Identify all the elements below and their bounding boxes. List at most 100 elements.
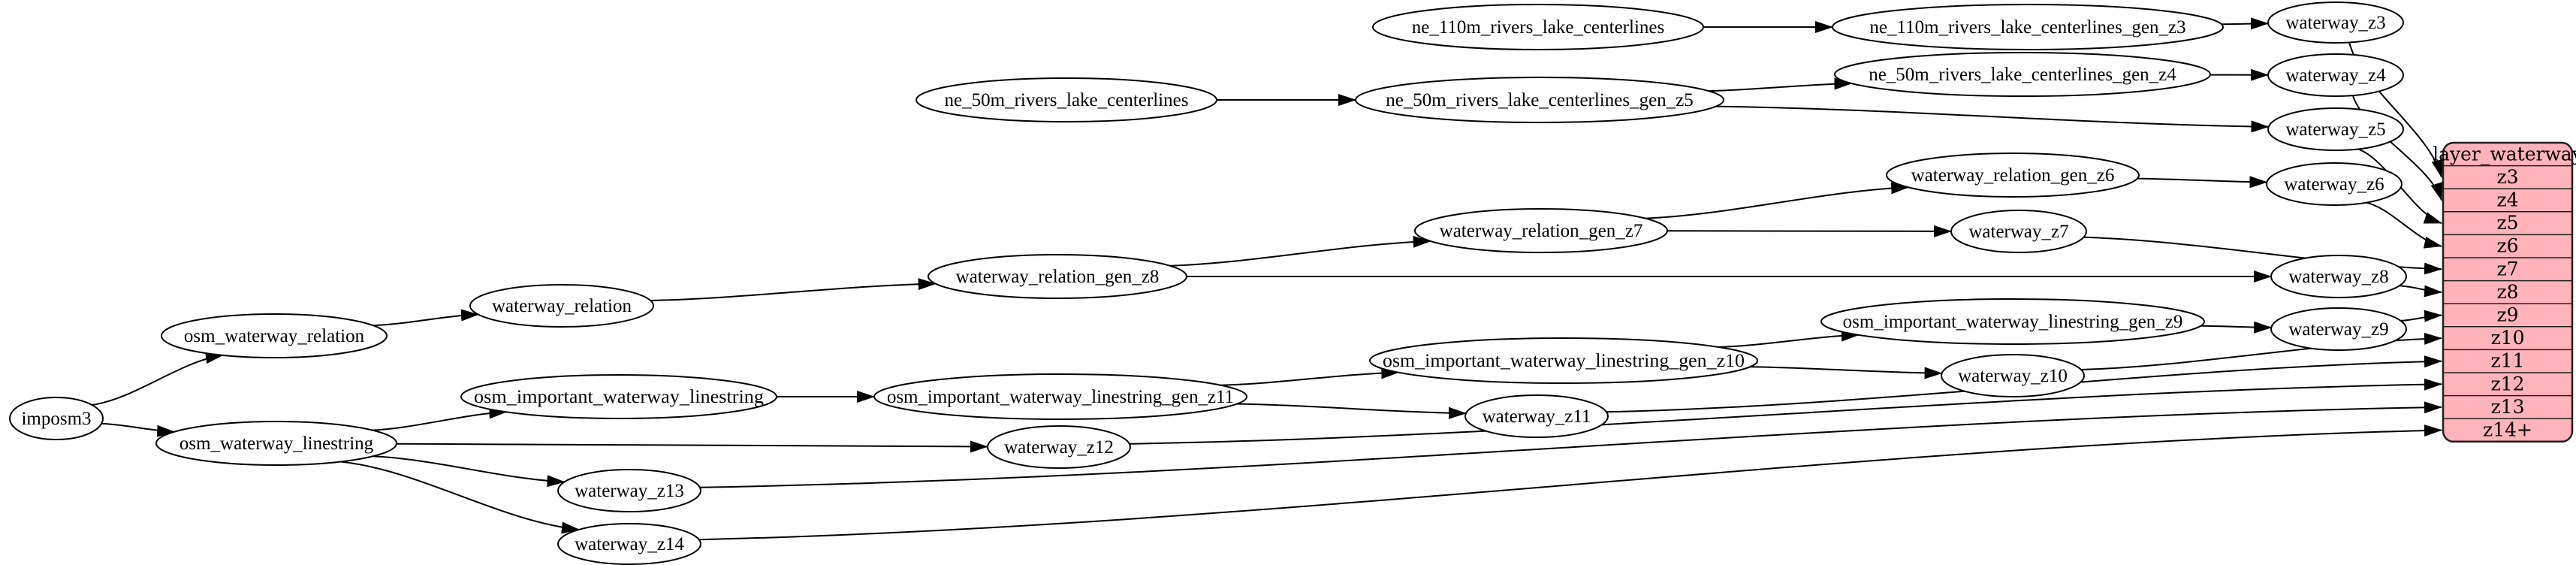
- node-ne_110m_rivers_lake_centerlines: ne_110m_rivers_lake_centerlines: [1372, 4, 1704, 50]
- node-waterway_z14: waterway_z14: [557, 523, 701, 565]
- edge-osm_important_waterway_linestring_gen_z10-to-waterway_z10: [1749, 366, 1943, 379]
- edge-waterway_z12-to-layer_waterway-z12: [1129, 378, 2442, 445]
- node-waterway_z10: waterway_z10: [1941, 354, 2085, 397]
- node-ellipse: [1372, 4, 1704, 50]
- node-label: waterway_z14: [575, 534, 684, 554]
- node-ellipse: [1369, 337, 1758, 384]
- node-ellipse: [1355, 77, 1724, 123]
- edge-osm_waterway_linestring-to-waterway_z13: [373, 455, 566, 488]
- edge-waterway_relation-to-waterway_relation_gen_z8: [650, 278, 937, 301]
- node-ne_50m_rivers_lake_centerlines_gen_z5: ne_50m_rivers_lake_centerlines_gen_z5: [1355, 77, 1724, 123]
- record-row-z7: z7: [2496, 258, 2518, 279]
- node-ellipse: [2270, 255, 2407, 298]
- node-waterway_z4: waterway_z4: [2267, 53, 2404, 97]
- node-ellipse: [469, 284, 654, 328]
- node-label: waterway_z10: [1958, 366, 2068, 386]
- node-label: waterway_z8: [2288, 267, 2388, 287]
- node-label: osm_waterway_linestring: [179, 434, 374, 454]
- node-waterway_z9: waterway_z9: [2270, 307, 2407, 351]
- edge-waterway_z4-to-layer_waterway-z4: [2351, 95, 2442, 201]
- node-label: waterway_relation_gen_z6: [1911, 165, 2115, 186]
- node-label: waterway_z3: [2285, 13, 2385, 33]
- edge-ne_50m_rivers_lake_centerlines_gen_z5-to-waterway_z5: [1715, 105, 2270, 133]
- node-label: ne_110m_rivers_lake_centerlines: [1412, 17, 1664, 38]
- node-ellipse: [873, 373, 1247, 420]
- node-ellipse: [9, 397, 104, 440]
- node-ellipse: [1834, 52, 2211, 97]
- node-waterway_z12: waterway_z12: [987, 425, 1131, 469]
- edge-waterway_relation_gen_z6-to-waterway_z6: [2137, 176, 2268, 189]
- node-waterway_z3: waterway_z3: [2267, 2, 2404, 44]
- node-waterway_z6: waterway_z6: [2266, 162, 2403, 206]
- node-osm_important_waterway_linestring: osm_important_waterway_linestring: [460, 374, 777, 419]
- node-label: waterway_relation_gen_z7: [1440, 221, 1643, 241]
- node-waterway_relation_gen_z7: waterway_relation_gen_z7: [1414, 208, 1668, 253]
- node-label: waterway_z6: [2284, 174, 2384, 195]
- edge-waterway_z14-to-layer_waterway-z14+: [698, 425, 2442, 541]
- record-body: [2442, 141, 2574, 443]
- record-row-z14+: z14+: [2483, 419, 2532, 441]
- node-label: waterway_z12: [1004, 437, 1114, 458]
- edge-waterway_z9-to-layer_waterway-z9: [2400, 310, 2442, 322]
- node-label: osm_waterway_relation: [184, 326, 365, 346]
- edge-imposm3-to-osm_waterway_linestring: [101, 422, 176, 437]
- node-ellipse: [928, 254, 1187, 299]
- node-waterway_z7: waterway_z7: [1950, 210, 2087, 253]
- node-ellipse: [1820, 298, 2205, 345]
- record-row-z8: z8: [2496, 281, 2518, 303]
- node-ellipse: [2266, 162, 2403, 206]
- edge-waterway_relation_gen_z8-to-waterway_relation_gen_z7: [1169, 235, 1431, 267]
- record-title: layer_waterway: [2433, 143, 2576, 165]
- node-ellipse: [1886, 153, 2140, 198]
- node-label: osm_important_waterway_linestring: [474, 387, 765, 407]
- node-ellipse: [1832, 4, 2224, 50]
- edge-waterway_z13-to-layer_waterway-z13: [699, 401, 2442, 488]
- node-ellipse: [1941, 354, 2085, 397]
- edge-waterway_z8-to-layer_waterway-z8: [2399, 285, 2442, 298]
- node-osm_important_waterway_linestring_gen_z11: osm_important_waterway_linestring_gen_z1…: [873, 373, 1247, 420]
- node-label: waterway_z9: [2288, 319, 2388, 340]
- record-row-z10: z10: [2491, 327, 2525, 349]
- node-waterway_z5: waterway_z5: [2267, 107, 2404, 151]
- node-ellipse: [2267, 2, 2404, 44]
- record-row-z5: z5: [2496, 212, 2518, 234]
- edge-osm_important_waterway_linestring_gen_z9-to-waterway_z9: [2200, 321, 2273, 334]
- node-osm_waterway_linestring: osm_waterway_linestring: [155, 421, 397, 466]
- edge-osm_waterway_linestring-to-waterway_z14: [340, 461, 580, 534]
- node-waterway_z8: waterway_z8: [2270, 255, 2407, 298]
- node-label: waterway_relation_gen_z8: [956, 267, 1160, 287]
- node-ellipse: [915, 77, 1217, 122]
- edge-osm_important_waterway_linestring_gen_z11-to-waterway_z11: [1236, 403, 1467, 419]
- node-ellipse: [1414, 208, 1668, 253]
- edge-imposm3-to-osm_waterway_relation: [92, 352, 224, 406]
- record-row-z4: z4: [2496, 189, 2518, 211]
- node-label: imposm3: [21, 409, 91, 429]
- node-label: osm_important_waterway_linestring_gen_z1…: [887, 387, 1234, 407]
- node-ne_110m_rivers_lake_centerlines_gen_z3: ne_110m_rivers_lake_centerlines_gen_z3: [1832, 4, 2224, 50]
- node-label: waterway_relation: [492, 296, 632, 316]
- node-ne_50m_rivers_lake_centerlines_gen_z4: ne_50m_rivers_lake_centerlines_gen_z4: [1834, 52, 2211, 97]
- node-ne_50m_rivers_lake_centerlines: ne_50m_rivers_lake_centerlines: [915, 77, 1217, 122]
- node-label: ne_110m_rivers_lake_centerlines_gen_z3: [1869, 17, 2185, 38]
- record-row-z6: z6: [2496, 235, 2518, 257]
- node-ellipse: [987, 425, 1131, 469]
- node-label: waterway_z5: [2285, 119, 2385, 140]
- edges-layer: [92, 17, 2444, 541]
- layer-waterway-record: layer_waterwayz3z4z5z6z7z8z9z10z11z12z13…: [2433, 141, 2576, 443]
- node-imposm3: imposm3: [9, 397, 104, 440]
- node-ellipse: [2267, 107, 2404, 151]
- node-label: osm_important_waterway_linestring_gen_z9: [1843, 312, 2183, 332]
- record-row-z12: z12: [2491, 373, 2525, 394]
- node-ellipse: [2267, 53, 2404, 97]
- node-osm_waterway_relation: osm_waterway_relation: [161, 313, 388, 358]
- edge-osm_important_waterway_linestring_gen_z11-to-osm_important_waterway_linestring_gen_z10: [1220, 367, 1400, 386]
- edge-osm_waterway_linestring-to-osm_important_waterway_linestring: [372, 406, 508, 431]
- edge-ne_110m_rivers_lake_centerlines_gen_z3-to-waterway_z3: [2221, 17, 2270, 30]
- edge-osm_waterway_linestring-to-waterway_z12: [396, 440, 988, 453]
- edge-waterway_relation_gen_z7-to-waterway_relation_gen_z6: [1645, 182, 1910, 219]
- node-label: waterway_z13: [575, 481, 684, 501]
- edge-ne_50m_rivers_lake_centerlines_gen_z5-to-ne_50m_rivers_lake_centerlines_gen_z4: [1708, 77, 1853, 92]
- node-ellipse: [557, 469, 701, 512]
